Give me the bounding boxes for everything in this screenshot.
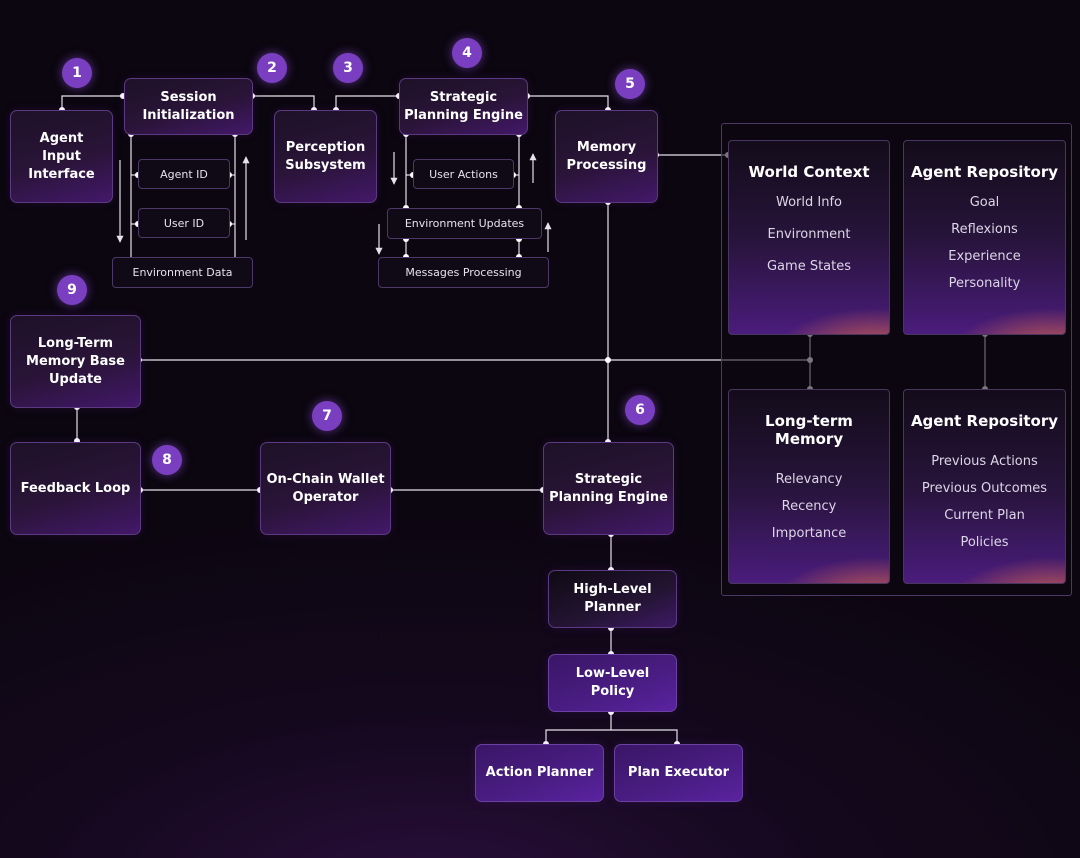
step-badge-9: 9: [57, 275, 87, 305]
step-badge-3: 3: [333, 53, 363, 83]
card-item: Reflexions: [951, 222, 1018, 237]
step-badge-4: 4: [452, 38, 482, 68]
feedback-loop-node: Feedback Loop: [10, 442, 141, 535]
user-actions-item: User Actions: [413, 159, 514, 189]
memory-processing-node: Memory Processing: [555, 110, 658, 203]
high-level-planner-node: High-Level Planner: [548, 570, 677, 628]
step-badge-7: 7: [312, 401, 342, 431]
card-item: Previous Actions: [931, 454, 1038, 469]
card-item: Current Plan: [944, 508, 1025, 523]
long-term-memory-card: Long-term Memory Relevancy Recency Impor…: [728, 389, 890, 584]
step-badge-6: 6: [625, 395, 655, 425]
card-item: Relevancy: [775, 472, 843, 487]
strategic-planning-engine-top-node: Strategic Planning Engine: [399, 78, 528, 135]
user-id-item: User ID: [138, 208, 230, 238]
environment-updates-item: Environment Updates: [387, 208, 542, 239]
card-item: Recency: [781, 499, 837, 514]
world-context-card: World Context World Info Environment Gam…: [728, 140, 890, 335]
agent-input-interface-node: Agent Input Interface: [10, 110, 113, 203]
low-level-policy-node: Low-Level Policy: [548, 654, 677, 712]
on-chain-wallet-operator-node: On-Chain Wallet Operator: [260, 442, 391, 535]
plan-executor-node: Plan Executor: [614, 744, 743, 802]
step-badge-1: 1: [62, 58, 92, 88]
card-item: Personality: [948, 276, 1021, 291]
step-badge-2: 2: [257, 53, 287, 83]
card-item: World Info: [776, 195, 842, 210]
card-item: Policies: [960, 535, 1009, 550]
card-title: Long-term Memory: [765, 412, 853, 448]
perception-subsystem-node: Perception Subsystem: [274, 110, 377, 203]
messages-processing-item: Messages Processing: [378, 257, 549, 288]
session-initialization-node: Session Initialization: [124, 78, 253, 135]
card-title: Agent Repository: [910, 412, 1059, 430]
action-planner-node: Action Planner: [475, 744, 604, 802]
card-item: Goal: [969, 195, 1000, 210]
agent-repository-card-bottom: Agent Repository Previous Actions Previo…: [903, 389, 1066, 584]
agent-repository-card-top: Agent Repository Goal Reflexions Experie…: [903, 140, 1066, 335]
card-item: Experience: [948, 249, 1021, 264]
card-item: Environment: [767, 227, 851, 242]
environment-data-item: Environment Data: [112, 257, 253, 288]
agent-id-item: Agent ID: [138, 159, 230, 189]
card-title: Agent Repository: [910, 163, 1059, 181]
strategic-planning-engine-bottom-node: Strategic Planning Engine: [543, 442, 674, 535]
long-term-memory-base-update-node: Long-Term Memory Base Update: [10, 315, 141, 408]
card-title: World Context: [748, 163, 870, 181]
card-item: Game States: [766, 259, 852, 274]
step-badge-5: 5: [615, 69, 645, 99]
step-badge-8: 8: [152, 445, 182, 475]
card-item: Previous Outcomes: [921, 481, 1048, 496]
card-item: Importance: [771, 526, 847, 541]
